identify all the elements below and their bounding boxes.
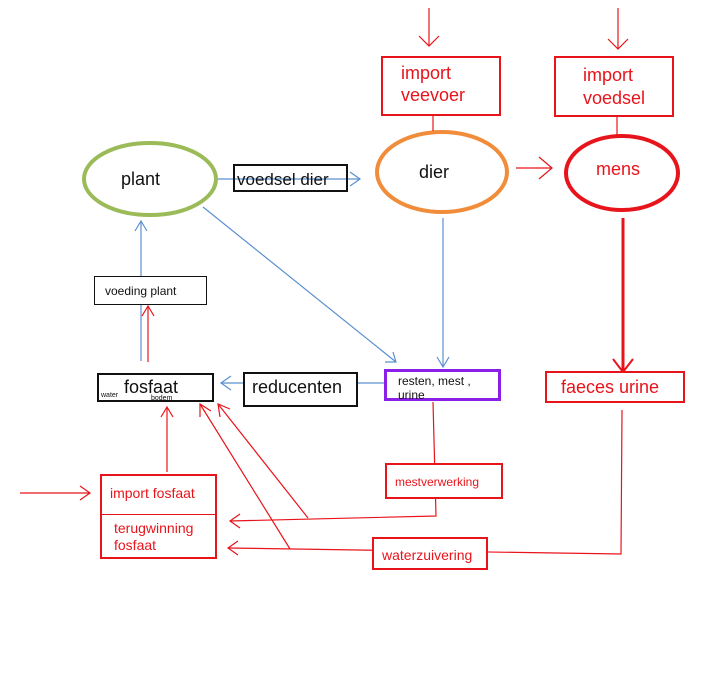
waterzuivering-box: waterzuivering	[372, 537, 488, 570]
voedsel-dier-box: voedsel dier	[233, 164, 348, 192]
arrow-waterzuivering-to-fosfaat	[199, 402, 291, 550]
resten-label-1: resten, mest ,	[398, 374, 471, 388]
import-veevoer-box: import veevoer	[381, 56, 501, 116]
reducenten-label: reducenten	[252, 377, 343, 397]
import-veevoer-label-2: veevoer	[401, 85, 466, 105]
import-voedsel-label-1: import	[583, 65, 634, 85]
resten-label-2: urine	[398, 388, 425, 402]
dier-label: dier	[419, 162, 450, 182]
fosfaat-box: fosfaat water bodem	[97, 373, 214, 402]
fosfaat-water-label: water	[101, 392, 119, 399]
import-voedsel-box: import voedsel	[554, 56, 674, 117]
waterzuivering-label: waterzuivering	[382, 547, 473, 563]
mens-label: mens	[596, 159, 641, 179]
arrow-into-import-voedsel	[607, 8, 629, 50]
mestverwerking-box: mestverwerking	[385, 463, 503, 499]
import-fosfaat-divider	[102, 514, 215, 515]
arrow-plant-to-dier	[218, 171, 362, 187]
arrow-dier-to-resten	[436, 218, 450, 369]
import-fosfaat-box: import fosfaat terugwinning fosfaat	[100, 474, 217, 559]
arrow-mestverwerking-to-fosfaat	[217, 403, 309, 519]
plant-ellipse	[82, 141, 218, 217]
resten-box: resten, mest , urine	[384, 369, 501, 401]
arrow-into-import-veevoer	[418, 8, 440, 47]
faeces-urine-label: faeces urine	[561, 377, 660, 397]
import-fosfaat-label: import fosfaat	[110, 485, 195, 501]
plant-label: plant	[121, 169, 161, 189]
mestverwerking-label: mestverwerking	[395, 475, 480, 489]
arrow-plant-to-resten	[202, 206, 397, 363]
terugwinning-label-1: terugwinning	[114, 520, 194, 536]
arrow-dier-to-mens	[516, 156, 553, 180]
voedsel-dier-label: voedsel dier	[237, 170, 329, 189]
arrow-import-to-fosfaat	[160, 405, 174, 472]
fosfaat-bodem-label: bodem	[151, 395, 173, 402]
import-voedsel-label-2: voedsel	[583, 88, 646, 108]
mens-ellipse	[564, 134, 680, 212]
arrow-resten-via-mestverwerking	[228, 401, 437, 529]
fosfaat-label: fosfaat	[124, 377, 179, 397]
reducenten-box: reducenten	[243, 372, 358, 407]
dier-ellipse	[375, 130, 509, 214]
terugwinning-label-2: fosfaat	[114, 537, 157, 553]
voeding-plant-label: voeding plant	[105, 284, 177, 298]
arrow-mens-to-faeces	[612, 218, 634, 374]
arrow-external-import	[20, 485, 92, 501]
voeding-plant-box: voeding plant	[94, 276, 207, 305]
arrow-faeces-via-waterzuivering	[226, 409, 623, 556]
faeces-urine-box: faeces urine	[545, 371, 685, 403]
import-veevoer-label-1: import	[401, 63, 452, 83]
arrow-red-up-to-voeding	[141, 304, 155, 362]
